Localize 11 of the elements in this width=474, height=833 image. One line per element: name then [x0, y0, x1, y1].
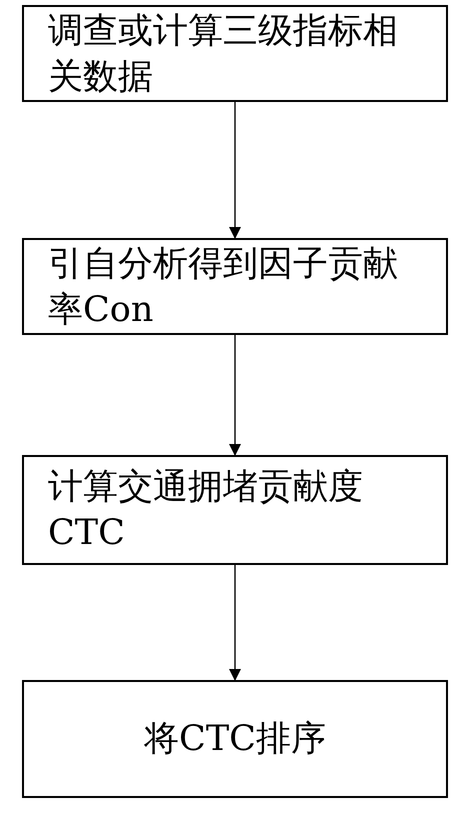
arrow [229, 335, 241, 456]
step-text: 调查或计算三级指标相关数据 [48, 10, 399, 98]
arrow [229, 102, 241, 239]
process-box [22, 455, 448, 565]
process-box [22, 238, 448, 335]
process-box [22, 5, 448, 102]
step-text: 引自分析得到因子贡献率Con [48, 242, 399, 332]
process-box [22, 680, 448, 798]
step-text: 计算交通拥堵贡献度CTC [48, 466, 364, 555]
step-text: 将CTC排序 [144, 718, 326, 761]
arrow [229, 565, 241, 681]
